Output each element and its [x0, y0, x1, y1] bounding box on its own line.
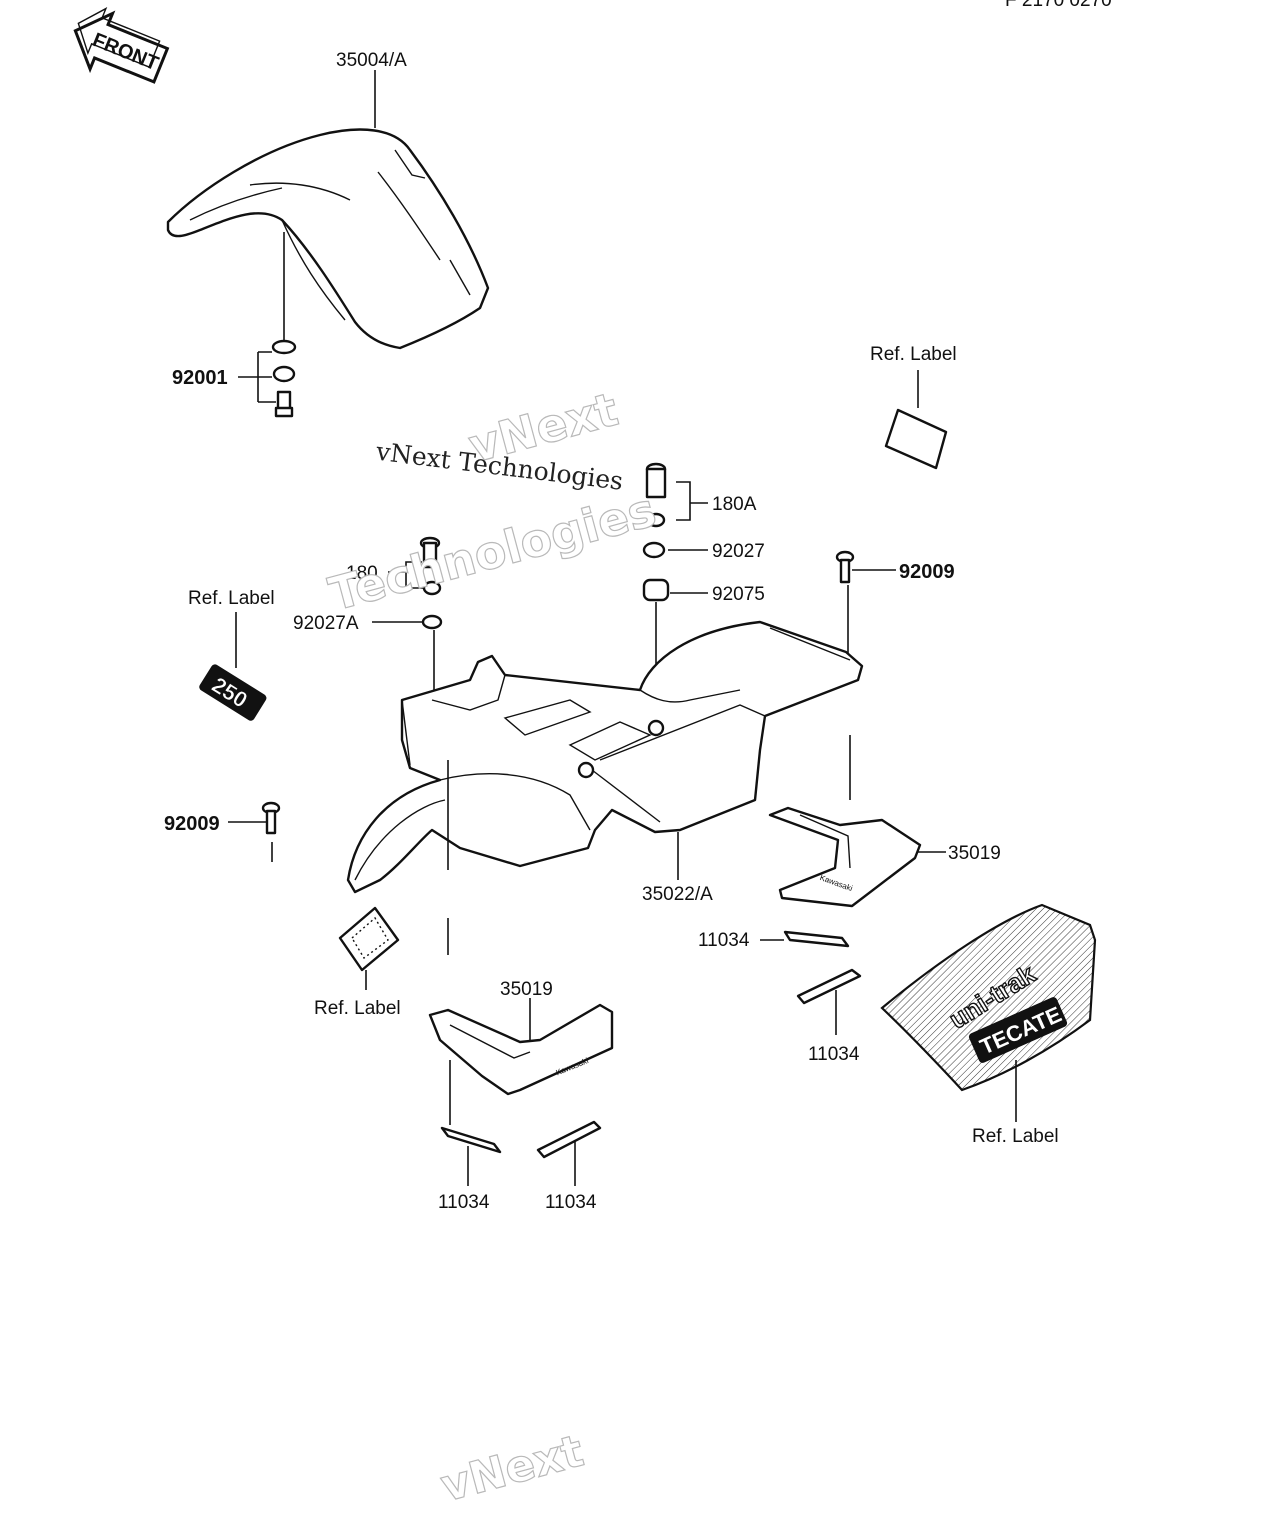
callout-92027a: 92027A	[293, 613, 359, 634]
seat-decal: uni-trak TECATE	[880, 903, 1097, 1092]
callout-35004a: 35004/A	[336, 50, 407, 71]
callout-92009-left: 92009	[164, 813, 220, 835]
pad-c-icon	[440, 1126, 502, 1154]
callout-92075: 92075	[712, 584, 765, 605]
callout-ref-label-top-right: Ref. Label	[870, 344, 957, 365]
bolt-180-icon	[419, 536, 443, 630]
mudflap-right: Kawasaki	[768, 806, 922, 908]
callout-11034-a: 11034	[698, 930, 750, 951]
front-fender	[166, 128, 490, 350]
callout-ref-label-left: Ref. Label	[188, 588, 275, 609]
callout-180: 180	[346, 563, 378, 584]
callout-11034-c: 11034	[438, 1192, 490, 1213]
callout-92027: 92027	[712, 541, 765, 562]
callout-ref-label-bottom-right: Ref. Label	[972, 1126, 1059, 1147]
callout-35019-right: 35019	[948, 843, 1001, 864]
front-arrow-icon: FRONT	[73, 7, 170, 84]
pad-a-icon	[783, 930, 850, 948]
pad-d-icon	[536, 1120, 602, 1159]
screw-left-icon	[261, 801, 281, 835]
callout-11034-d: 11034	[545, 1192, 597, 1213]
watermark-line2: Technologies	[323, 482, 661, 621]
screw-right-icon	[835, 550, 855, 584]
callout-180a: 180A	[712, 494, 757, 515]
callout-35022a: 35022/A	[642, 884, 713, 905]
callout-35019-bottom: 35019	[500, 979, 553, 1000]
callout-ref-label-center: Ref. Label	[314, 998, 401, 1019]
watermark-bottom: vNext	[436, 1426, 589, 1513]
badge-250: 250	[199, 664, 267, 721]
pad-b-icon	[796, 968, 862, 1005]
diagram-code: F 2170 0270	[1005, 0, 1112, 11]
decal-plate	[884, 408, 948, 470]
callout-11034-b: 11034	[808, 1044, 860, 1065]
callout-92001: 92001	[172, 367, 228, 389]
callout-92009-right: 92009	[899, 561, 955, 583]
washer-icon	[271, 339, 297, 418]
mudflap-bottom: Kawasaki	[428, 1003, 614, 1096]
bolt-180a-icon	[642, 462, 670, 602]
rear-fender	[346, 620, 864, 894]
decal-diamond	[338, 906, 400, 972]
